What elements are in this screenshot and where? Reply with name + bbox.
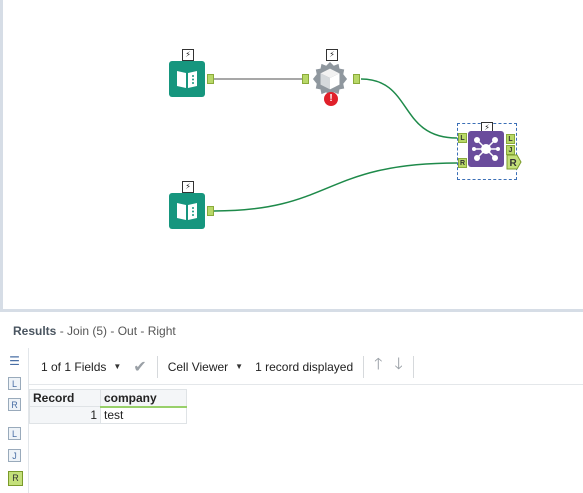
- results-toolbar: 1 of 1 Fields ▼ ✔ Cell Viewer ▼ 1 record…: [29, 349, 583, 385]
- input-anchor[interactable]: [302, 74, 309, 84]
- wire-input2-to-join: [213, 162, 458, 212]
- left-output-anchor[interactable]: L: [506, 134, 515, 144]
- right-output-icon[interactable]: R: [8, 471, 23, 486]
- formula-tool[interactable]: [312, 61, 348, 97]
- results-table: Record company 1 test: [29, 389, 187, 424]
- company-cell[interactable]: test: [100, 406, 187, 424]
- join-tool[interactable]: [468, 131, 504, 167]
- results-sidebar: ☰ L R L J R: [0, 348, 29, 493]
- table-row: 1 test: [29, 406, 187, 424]
- records-label: 1 record displayed: [255, 359, 354, 374]
- results-header: Results - Join (5) - Out - Right: [13, 324, 176, 338]
- divider: [156, 355, 158, 378]
- join-icon: [472, 137, 500, 161]
- error-icon: !: [324, 92, 338, 106]
- book-icon: [177, 71, 197, 88]
- divider: [412, 355, 414, 378]
- output-anchor[interactable]: [353, 74, 360, 84]
- left-output-icon[interactable]: L: [8, 427, 21, 440]
- record-number-cell[interactable]: 1: [29, 406, 101, 424]
- chevron-down-icon: ▼: [113, 362, 122, 371]
- divider: [363, 355, 365, 378]
- output-anchor[interactable]: [207, 206, 214, 216]
- results-title: Results: [13, 324, 57, 338]
- input-data-tool-1[interactable]: [169, 61, 205, 97]
- cube-gear-icon: [312, 61, 348, 97]
- workflow-canvas[interactable]: ⚡ ⚡ ! ⚡ L R: [0, 0, 583, 309]
- lightning-icon: ⚡: [182, 49, 194, 61]
- chevron-down-icon: ▼: [235, 362, 244, 371]
- fields-dropdown[interactable]: 1 of 1 Fields ▼: [29, 355, 127, 379]
- arrow-up-icon[interactable]: 🡑: [374, 356, 383, 373]
- left-input-anchor[interactable]: L: [458, 133, 467, 143]
- column-header-company[interactable]: company: [100, 389, 187, 408]
- right-output-anchor[interactable]: R: [506, 154, 522, 170]
- records-count: 1 record displayed: [249, 355, 359, 379]
- output-anchor[interactable]: [207, 74, 214, 84]
- input-data-tool-2[interactable]: [169, 193, 205, 229]
- right-output-label: R: [510, 158, 518, 169]
- book-icon: [177, 203, 197, 220]
- apply-button[interactable]: ✔: [127, 355, 152, 379]
- join-output-icon[interactable]: J: [8, 449, 21, 462]
- connections: [213, 78, 458, 212]
- fields-label: 1 of 1 Fields: [41, 359, 107, 374]
- results-subtitle: - Join (5) - Out - Right: [59, 324, 176, 338]
- cell-viewer-label: Cell Viewer: [167, 359, 229, 374]
- lightning-icon: ⚡: [182, 181, 194, 193]
- lightning-icon: ⚡: [326, 49, 338, 61]
- right-input-anchor[interactable]: R: [458, 158, 467, 168]
- arrow-down-icon[interactable]: 🡓: [394, 356, 403, 373]
- wire-formula-to-join: [360, 78, 458, 139]
- check-icon: ✔: [133, 358, 147, 376]
- column-header-record[interactable]: Record: [29, 389, 101, 407]
- cell-viewer-dropdown[interactable]: Cell Viewer ▼: [162, 355, 249, 379]
- list-icon[interactable]: ☰: [9, 354, 20, 368]
- left-anchor-icon[interactable]: L: [8, 377, 21, 390]
- right-anchor-icon[interactable]: R: [8, 398, 21, 411]
